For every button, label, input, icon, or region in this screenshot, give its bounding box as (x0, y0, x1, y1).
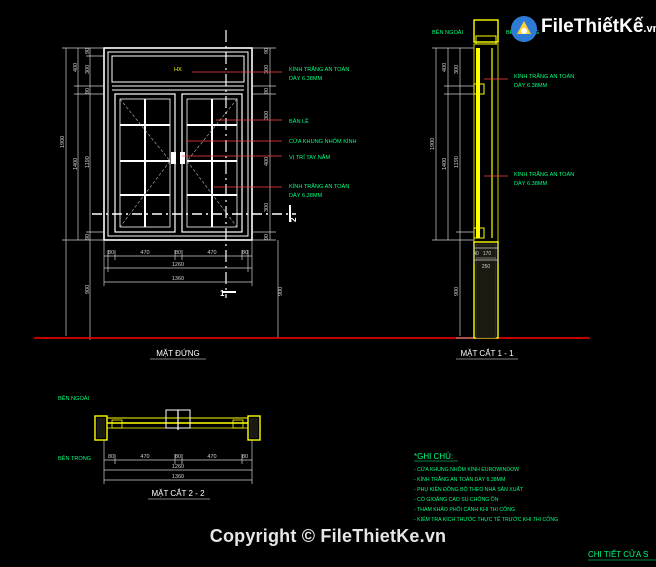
dim-90-top: 90 (85, 48, 91, 54)
s22-dim-80-c: 80 (242, 454, 248, 460)
dim-r-400: 400 (264, 157, 270, 166)
note-item: - CÓ GIOĂNG CAO SU CHỐNG ỒN (414, 496, 499, 503)
cut-marker-1: 1 (220, 289, 225, 298)
dim-r-300c: 300 (264, 203, 270, 212)
label-hinge: BẢN LỀ (289, 118, 309, 125)
front-elevation: 400 1400 1900 300 90 90 1190 90 900 90 3… (60, 30, 357, 360)
sec-glass-a-1: KÍNH TRẮNG AN TOÀN (514, 72, 574, 80)
detail-title: CHI TIẾT CỬA S (588, 549, 648, 559)
dim-r-90-top: 90 (264, 48, 270, 54)
sec-glass-a-2: DÀY 6.38MM (514, 82, 548, 89)
dim-1190: 1190 (85, 156, 91, 168)
copyright-watermark: Copyright © FileThietKe.vn (209, 526, 447, 546)
note-item: - THAM KHẢO PHỐI CẢNH KHI THI CÔNG (414, 506, 515, 513)
notes-title: *GHI CHÚ: (414, 452, 453, 461)
s22-dim-1260: 1260 (172, 464, 184, 470)
dim-900: 900 (85, 285, 91, 294)
site-logo[interactable]: FileThiếtKế.vn (505, 12, 656, 48)
logo-brand: FileThiếtKế (541, 16, 644, 37)
dim-1400: 1400 (73, 158, 79, 170)
label-glass-bot-2: DÀY 6.38MM (289, 192, 323, 199)
section22-title: MẶT CẮT 2 - 2 (151, 489, 205, 498)
dim-400: 400 (73, 63, 79, 72)
dim-r-300: 300 (264, 65, 270, 74)
section-1-1: 1900 400 1400 300 1190 900 40 170 250 KÍ… (430, 19, 574, 360)
logo-domain: .vn (643, 23, 656, 35)
label-glass-bot-1: KÍNH TRẮNG AN TOÀN (289, 182, 349, 190)
sec-glass-b-2: DÀY 6.38MM (514, 180, 548, 187)
cut-marker-2: 2 (289, 217, 298, 222)
dim-300: 300 (85, 65, 91, 74)
section-2-2: 80 470 80 470 80 1260 1360 BÊN NGOÀI BÊN… (58, 394, 261, 500)
sec-dim-1190: 1190 (454, 156, 460, 168)
s22-dim-470-a: 470 (140, 454, 149, 460)
dim-80-b: 80 (175, 250, 181, 256)
dim-r-900: 900 (278, 287, 284, 296)
sec-dim-40: 40 (473, 251, 479, 257)
s22-dim-470-b: 470 (207, 454, 216, 460)
sec22-outside-label: BÊN NGOÀI (58, 394, 90, 402)
sec-glass-b-1: KÍNH TRẮNG AN TOÀN (514, 170, 574, 178)
section11-title: MẶT CẮT 1 - 1 (460, 349, 514, 358)
s22-dim-1360: 1360 (172, 474, 184, 480)
sec-dim-400: 400 (442, 63, 448, 72)
front-view-title: MẶT ĐỨNG (156, 349, 200, 358)
sec-dim-900: 900 (454, 287, 460, 296)
logo-icon (511, 16, 537, 42)
dim-470-b: 470 (207, 250, 216, 256)
dim-80-c: 80 (242, 250, 248, 256)
handle-right-icon (180, 152, 185, 164)
dim-470-a: 470 (140, 250, 149, 256)
dim-90-bot: 90 (85, 234, 91, 240)
dim-r-300b: 300 (264, 111, 270, 120)
note-item: - PHỤ KIỆN ĐỒNG BỘ THEO NHÀ SẢN XUẤT (414, 485, 524, 493)
label-handle: VỊ TRÍ TAY NẮM (289, 153, 330, 161)
dim-90-mid: 90 (85, 88, 91, 94)
sec-dim-1900: 1900 (430, 138, 436, 150)
dim-1360: 1360 (172, 276, 184, 282)
handle-left-icon (171, 152, 176, 164)
label-glass-top-1: KÍNH TRẮNG AN TOÀN (289, 65, 349, 73)
s22-dim-80-b: 80 (175, 454, 181, 460)
note-item: - KIỂM TRA KÍCH THƯỚC THỰC TẾ TRƯỚC KHI … (414, 516, 558, 523)
s22-dim-80-a: 80 (108, 454, 114, 460)
sec-dim-1400: 1400 (442, 158, 448, 170)
notes: *GHI CHÚ: - CỬA KHUNG NHÔM KÍNH EUROWIND… (414, 452, 656, 561)
sec-dim-170: 170 (483, 251, 492, 257)
label-frame: CỬA KHUNG NHÔM KÍNH (289, 138, 357, 145)
dim-80-a: 80 (108, 250, 114, 256)
sec11-outside-label: BÊN NGOÀI (432, 28, 464, 36)
dim-r-90: 90 (264, 88, 270, 94)
sec-dim-250: 250 (482, 264, 491, 270)
dim-1900: 1900 (60, 136, 66, 148)
note-item: - KÍNH TRẮNG AN TOÀN DÀY 6.38MM (414, 475, 505, 483)
sec22-inside-label: BÊN TRONG (58, 454, 91, 462)
sec-dim-300: 300 (454, 65, 460, 74)
label-hx: HX (174, 67, 182, 73)
note-item: - CỬA KHUNG NHÔM KÍNH EUROWINDOW (414, 466, 519, 473)
dim-1260: 1260 (172, 262, 184, 268)
dim-r-90b: 90 (264, 234, 270, 240)
label-glass-top-2: DÀY 6.38MM (289, 75, 323, 82)
